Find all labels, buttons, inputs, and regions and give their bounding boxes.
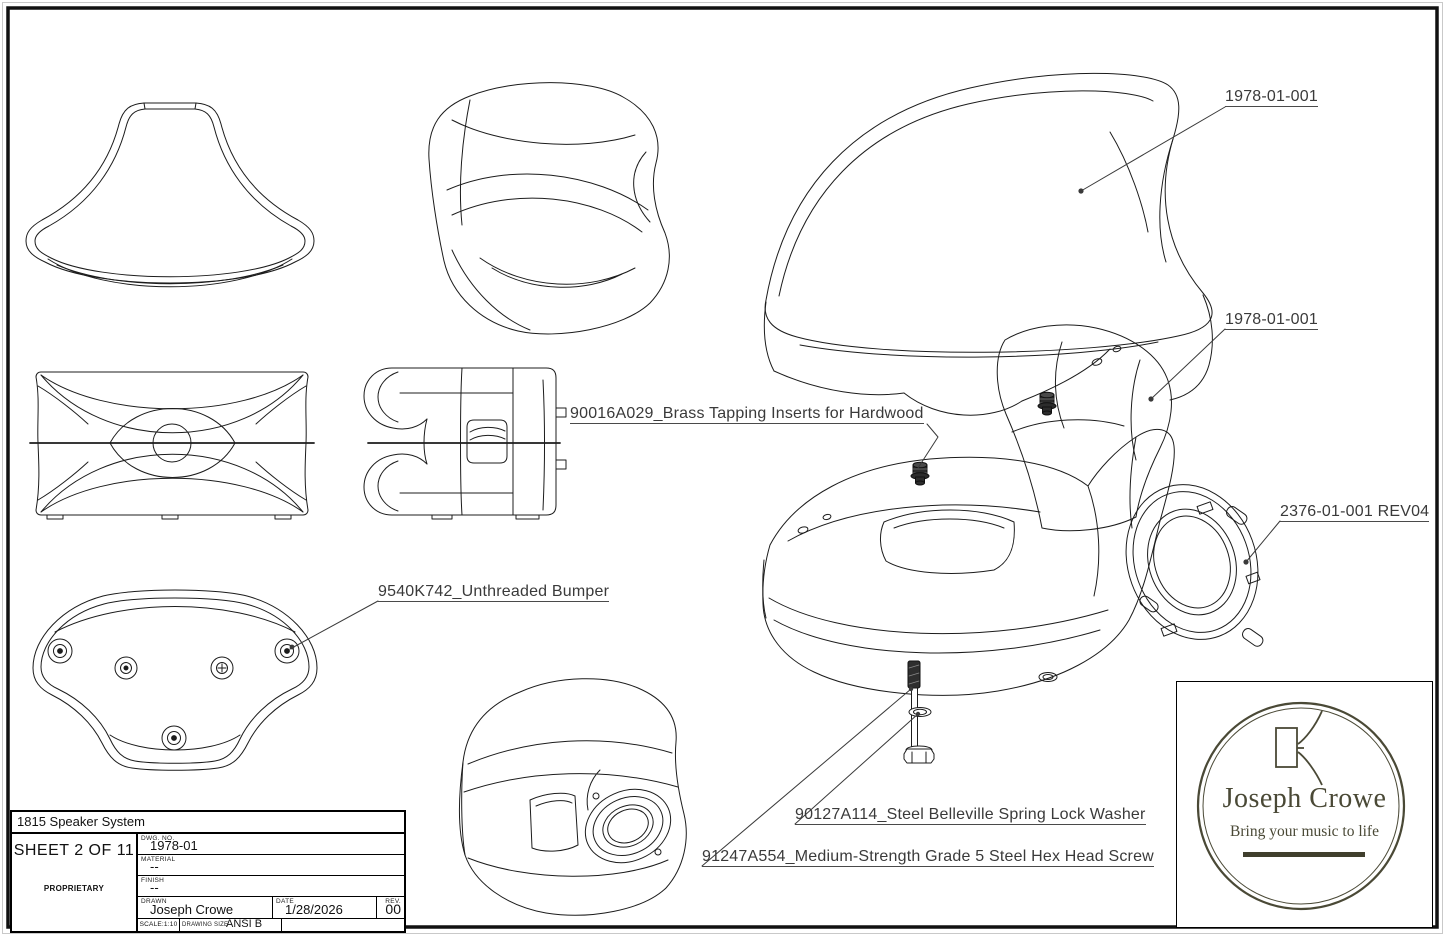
view-isometric-top: [428, 82, 670, 335]
rev-label: REV.: [385, 898, 401, 905]
drawn-label: DRAWN: [141, 898, 167, 905]
sheet-number: SHEET 2 OF 11: [13, 842, 135, 859]
date-label: DATE: [276, 898, 295, 905]
callout-top-shell: 1978-01-001: [1225, 88, 1318, 107]
logo-underline-bar: [1243, 852, 1365, 857]
rev-value: 00: [385, 901, 401, 917]
callout-lock-washer-text: 90127A114_Steel Belleville Spring Lock W…: [795, 806, 1146, 825]
leader-lines: [289, 106, 1281, 867]
material-value: --: [150, 859, 159, 874]
drawing-title: 1815 Speaker System: [12, 812, 404, 834]
callout-hex-screw: 91247A554_Medium-Strength Grade 5 Steel …: [702, 848, 1154, 867]
field-drawn-row: DRAWN Joseph Crowe DATE 1/28/2026 REV. 0…: [138, 897, 404, 919]
dwg-no-value: 1978-01: [150, 838, 198, 853]
field-drawn: DRAWN Joseph Crowe: [138, 897, 273, 918]
field-material: MATERIAL --: [138, 855, 404, 876]
field-date: DATE 1/28/2026: [273, 897, 377, 918]
sheet-border: [6, 6, 1439, 929]
logo-outer-ring: [1196, 701, 1406, 911]
logo-art: [1196, 701, 1406, 911]
field-dwg-no: DWG. NO. 1978-01: [138, 834, 404, 855]
callout-bottom-shell: 1978-01-001: [1225, 311, 1318, 330]
callout-brass-insert-text: 90016A029_Brass Tapping Inserts for Hard…: [570, 405, 924, 424]
bumpers: [47, 638, 300, 751]
field-scale-row: SCALE:1:10 DRAWING SIZE ANSI B: [138, 918, 404, 931]
dwg-no-label: DWG. NO.: [141, 835, 175, 842]
callout-brass-insert: 90016A029_Brass Tapping Inserts for Hard…: [570, 405, 924, 424]
field-rev: REV. 00: [377, 897, 404, 918]
view-isometric-rear: [459, 678, 687, 916]
brass-insert-upper: [1037, 391, 1057, 416]
logo-inner-ring: [1202, 707, 1400, 905]
proprietary-note: PROPRIETARY: [43, 884, 105, 893]
drawing-size-label: DRAWING SIZE: [182, 922, 229, 928]
title-block-fields: DWG. NO. 1978-01 MATERIAL -- FINISH -- D…: [138, 834, 404, 931]
field-finish: FINISH --: [138, 876, 404, 897]
finish-label: FINISH: [141, 877, 165, 884]
view-top: [25, 102, 315, 288]
title-block-left: SHEET 2 OF 11 PROPRIETARY: [12, 834, 138, 931]
view-front: [29, 371, 315, 520]
finish-value: --: [150, 880, 159, 895]
drawing-size-value: ANSI B: [226, 918, 263, 930]
callout-bumper: 9540K742_Unthreaded Bumper: [378, 583, 610, 602]
hex-screw: [903, 660, 935, 764]
drawn-value: Joseph Crowe: [150, 902, 234, 917]
exploded-bottom-shell: [762, 428, 1175, 696]
title-block: 1815 Speaker System SHEET 2 OF 11 PROPRI…: [10, 810, 406, 933]
callout-lock-washer: 90127A114_Steel Belleville Spring Lock W…: [795, 806, 1146, 825]
callout-bottom-shell-text: 1978-01-001: [1225, 311, 1318, 330]
scale-value: SCALE:1:10: [138, 919, 180, 931]
material-label: MATERIAL: [141, 856, 176, 863]
callout-driver-flange: 2376-01-001 REV04: [1280, 503, 1430, 522]
speaker-horn-icon: [1275, 710, 1323, 786]
scale-row-spacer: [282, 919, 404, 931]
logo-name: Joseph Crowe: [1222, 783, 1387, 814]
lock-washer: [908, 707, 932, 717]
callout-driver-flange-text: 2376-01-001 REV04: [1280, 503, 1430, 522]
exploded-top-shell: [763, 72, 1213, 416]
logo-tagline: Bring your music to life: [1230, 823, 1379, 840]
view-bottom: [32, 589, 318, 771]
rear-driver-flange: [584, 788, 672, 864]
view-side: [363, 367, 567, 520]
callout-top-shell-text: 1978-01-001: [1225, 88, 1318, 107]
date-value: 1/28/2026: [285, 902, 343, 917]
callout-bumper-text: 9540K742_Unthreaded Bumper: [378, 583, 610, 602]
field-drawing-size: DRAWING SIZE ANSI B: [180, 918, 282, 931]
driver-flange: [1125, 484, 1264, 647]
callout-hex-screw-text: 91247A554_Medium-Strength Grade 5 Steel …: [702, 848, 1154, 867]
logo-box: Joseph Crowe Bring your music to life: [1176, 681, 1433, 928]
